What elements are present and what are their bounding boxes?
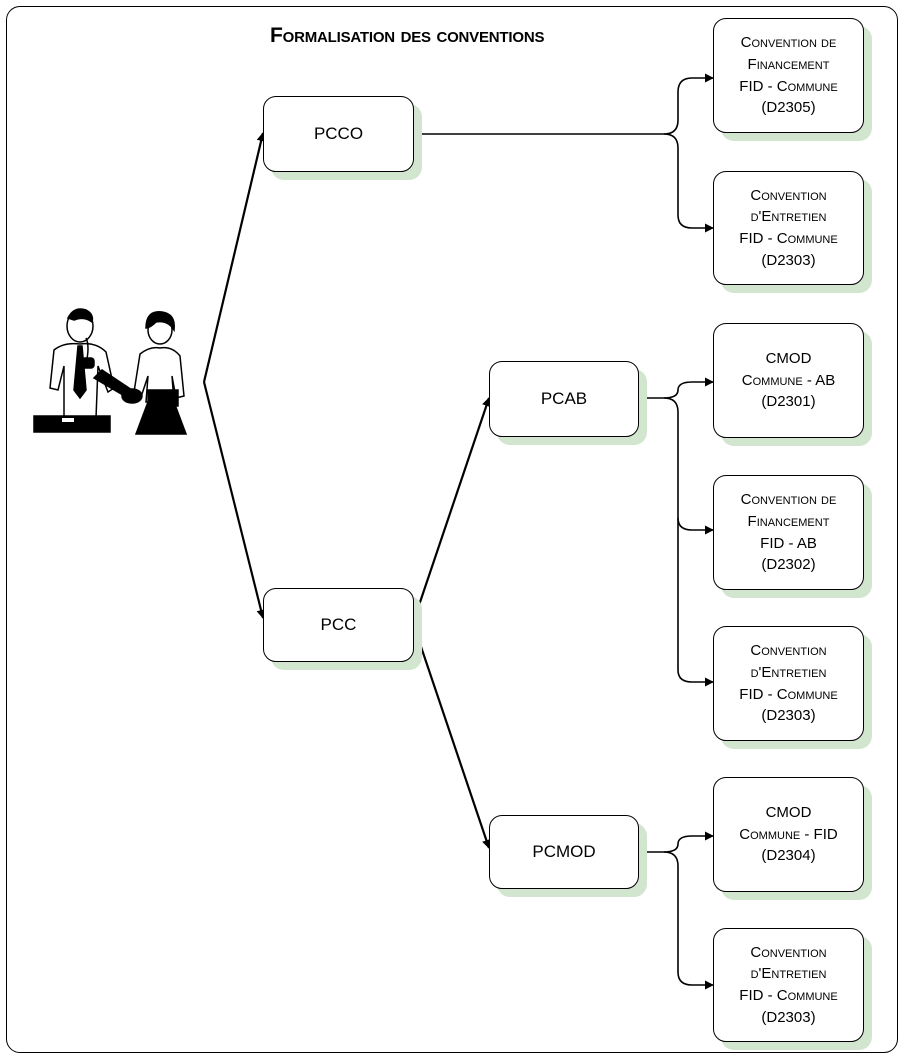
arrow-to-pcab bbox=[412, 397, 491, 621]
branch-pcab-2 bbox=[663, 397, 714, 535]
node-convention-entretien-2[interactable]: Convention d'Entretien FID - Commune (D2… bbox=[713, 626, 864, 741]
node-pcco[interactable]: PCCO bbox=[263, 96, 414, 172]
node-cmod-commune-fid[interactable]: CMOD Commune - FID (D2304) bbox=[713, 777, 864, 892]
arrow-to-pcco bbox=[202, 132, 266, 383]
branch-pcab-3 bbox=[677, 518, 714, 687]
arrow-to-pcmod bbox=[412, 625, 491, 849]
node-pcmod[interactable]: PCMOD bbox=[489, 815, 639, 889]
leaf-label: Convention de Financement FID - Commune … bbox=[739, 34, 838, 117]
node-pcc[interactable]: PCC bbox=[263, 588, 414, 662]
node-pcmod-label: PCMOD bbox=[532, 842, 596, 861]
branch-pcco-1 bbox=[414, 73, 714, 135]
leaf-label: Convention de Financement FID - AB (D230… bbox=[740, 491, 837, 574]
branch-pcmod-1 bbox=[639, 831, 714, 853]
node-pcco-label: PCCO bbox=[313, 124, 364, 143]
leaf-label: Convention d'Entretien FID - Commune (D2… bbox=[739, 943, 838, 1026]
branch-pcab-1 bbox=[639, 377, 714, 399]
node-pcab-label: PCAB bbox=[540, 389, 588, 408]
diagram-title: Formalisation des conventions bbox=[270, 24, 545, 47]
node-pcc-label: PCC bbox=[320, 615, 357, 634]
leaf-label: Convention d'Entretien FID - Commune (D2… bbox=[739, 642, 838, 725]
branch-pcco-2 bbox=[663, 133, 714, 233]
leaf-label: CMOD Commune - AB (D2301) bbox=[741, 349, 836, 411]
people-handshake-icon bbox=[33, 308, 188, 435]
node-cmod-commune-ab[interactable]: CMOD Commune - AB (D2301) bbox=[713, 323, 864, 438]
node-convention-entretien-3[interactable]: Convention d'Entretien FID - Commune (D2… bbox=[713, 928, 864, 1042]
node-convention-financement-fid-commune[interactable]: Convention de Financement FID - Commune … bbox=[713, 18, 864, 133]
leaf-label: Convention d'Entretien FID - Commune (D2… bbox=[739, 186, 838, 269]
branch-pcmod-2 bbox=[663, 851, 714, 990]
arrow-to-pcc bbox=[202, 381, 266, 619]
leaf-label: CMOD Commune - FID (D2304) bbox=[739, 803, 838, 865]
node-convention-financement-fid-ab[interactable]: Convention de Financement FID - AB (D230… bbox=[713, 475, 864, 590]
node-convention-entretien-1[interactable]: Convention d'Entretien FID - Commune (D2… bbox=[713, 171, 864, 285]
node-pcab[interactable]: PCAB bbox=[489, 361, 639, 437]
